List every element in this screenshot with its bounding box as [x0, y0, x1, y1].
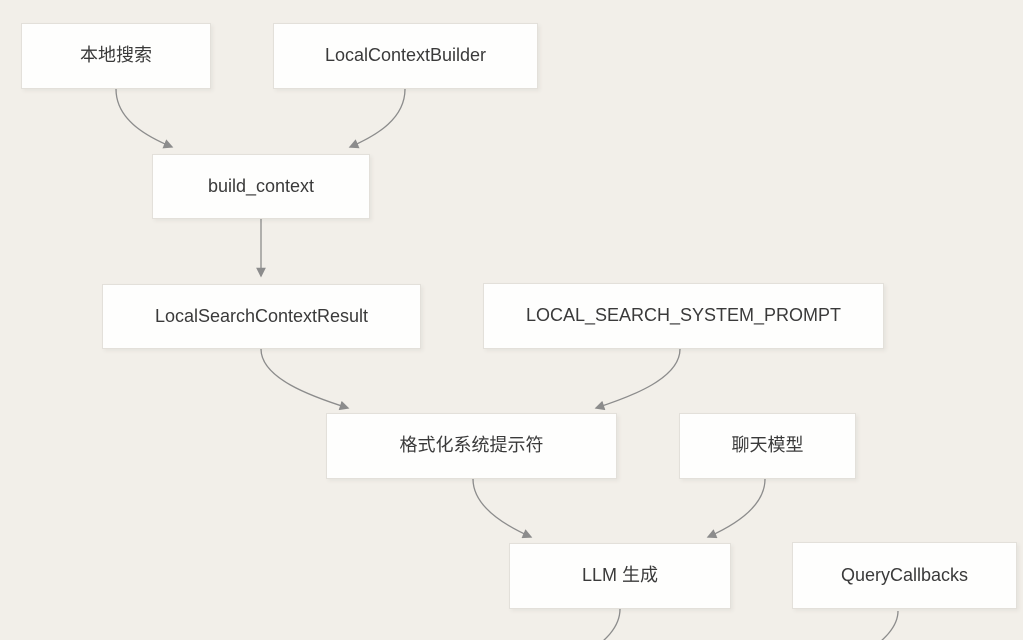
node-query-callbacks: QueryCallbacks — [792, 542, 1017, 609]
node-label: LLM 生成 — [581, 565, 659, 586]
node-local-search-context-result: LocalSearchContextResult — [102, 284, 421, 349]
node-build-context: build_context — [152, 154, 370, 219]
node-label: LOCAL_SEARCH_SYSTEM_PROMPT — [525, 305, 842, 326]
edge-local-search-to-build-context — [115, 88, 174, 149]
node-label: QueryCallbacks — [840, 564, 969, 585]
node-label: LocalSearchContextResult — [154, 305, 369, 326]
node-local-search: 本地搜索 — [21, 23, 211, 89]
node-chat-model: 聊天模型 — [679, 413, 856, 479]
node-label: LocalContextBuilder — [324, 45, 487, 66]
node-label: build_context — [207, 175, 315, 196]
node-label: 格式化系统提示符 — [399, 435, 544, 456]
edge-query-callbacks-to-offscreen — [881, 610, 899, 640]
edge-llm-generate-to-offscreen — [603, 608, 621, 640]
edge-local-search-system-prompt-to-format-system-prompt — [594, 348, 681, 411]
node-label: 聊天模型 — [731, 435, 804, 456]
node-llm-generate: LLM 生成 — [509, 543, 731, 609]
node-local-context-builder: LocalContextBuilder — [273, 23, 538, 89]
edge-chat-model-to-llm-generate — [706, 478, 766, 539]
edge-format-system-prompt-to-llm-generate — [472, 478, 533, 539]
edge-local-search-context-result-to-format-system-prompt — [260, 348, 350, 411]
node-local-search-system-prompt: LOCAL_SEARCH_SYSTEM_PROMPT — [483, 283, 884, 349]
node-label: 本地搜索 — [80, 45, 152, 66]
node-format-system-prompt: 格式化系统提示符 — [326, 413, 617, 479]
edge-local-context-builder-to-build-context — [348, 88, 406, 149]
